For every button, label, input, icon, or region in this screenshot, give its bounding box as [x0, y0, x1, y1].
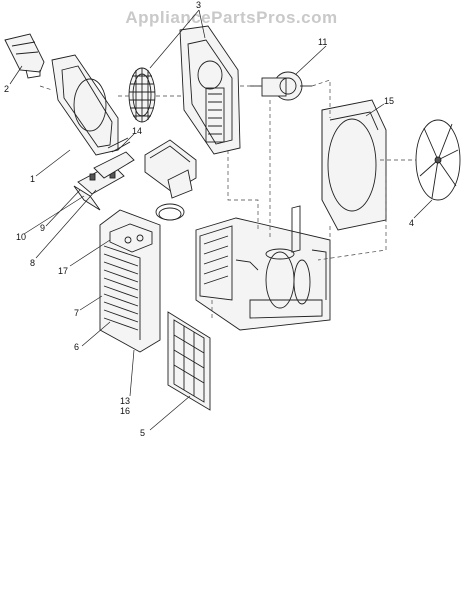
part-orifice-panel	[51, 54, 119, 156]
part-fan-motor	[250, 71, 312, 101]
part-drain-tube	[155, 203, 185, 221]
callout-4: 4	[409, 218, 415, 228]
callout-3: 3	[196, 0, 202, 10]
alignment-lines	[39, 79, 416, 320]
callout-11: 11	[318, 37, 328, 47]
part-base-pan-compressor	[195, 205, 331, 331]
part-capacitor-bracket	[93, 151, 135, 179]
callout-6: 6	[74, 342, 80, 352]
callout-17: 17	[58, 266, 69, 276]
part-front-cabinet	[99, 209, 161, 353]
part-blower-wheel	[128, 67, 156, 123]
part-control-box	[144, 139, 197, 199]
callout-9: 9	[40, 223, 46, 233]
part-condenser-fan	[415, 119, 461, 201]
callout-5: 5	[140, 428, 146, 438]
part-air-filter	[167, 311, 211, 411]
callout-16: 16	[120, 406, 131, 416]
callout-10: 10	[16, 232, 27, 242]
watermark: AppliancePartsPros.com	[125, 8, 338, 27]
callout-1: 1	[30, 174, 36, 184]
callout-2: 2	[4, 84, 10, 94]
callout-15: 15	[384, 96, 395, 106]
callout-7: 7	[74, 308, 80, 318]
callout-14: 14	[132, 126, 143, 136]
callout-13: 13	[120, 396, 131, 406]
part-bracket	[4, 33, 45, 79]
part-condenser-shroud	[321, 99, 387, 231]
leader-lines	[9, 9, 433, 431]
part-scroll-housing	[179, 25, 241, 155]
callout-8: 8	[30, 258, 36, 268]
